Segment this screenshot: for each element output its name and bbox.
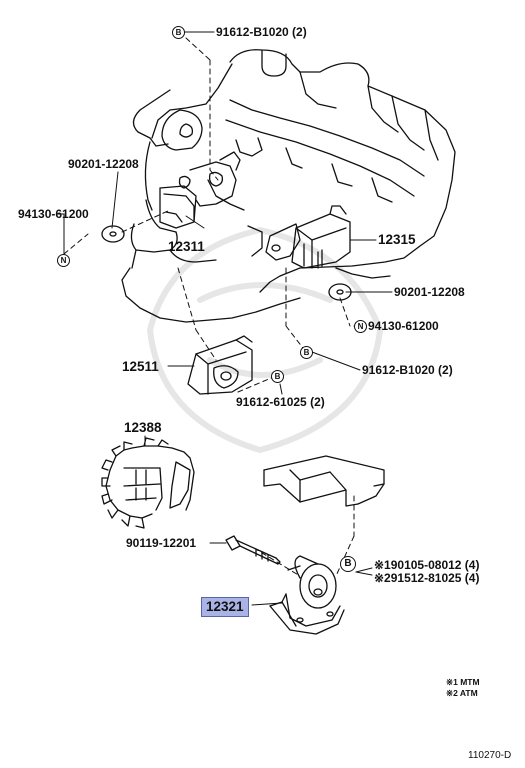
callout-b-rear: B [271,370,284,383]
leader-lines [57,31,393,606]
label-washer-left: 90201-12208 [68,157,139,171]
label-bolt-mtm: ※190105-08012 (4) [374,558,480,572]
frame-bracket [263,455,385,507]
callout-n-left: N [57,254,70,267]
label-bolt-top: 91612-B1020 (2) [216,25,307,39]
engine-mount-left [159,151,241,229]
engine-block [121,49,456,323]
figure-reference: 110270-D [468,750,512,761]
label-mount-right: 12315 [378,232,416,247]
label-bolt-rear: 91612-61025 (2) [236,395,325,409]
note-atm: ※2 ATM [446,688,478,698]
alignment-lines [63,37,355,577]
engine-mount-right [265,205,351,269]
insulator [101,437,195,529]
label-bolt-atm: ※291512-81025 (4) [374,571,480,585]
label-nut-left: 94130-61200 [18,207,89,221]
label-front-mount-highlighted[interactable]: 12321 [201,597,249,617]
label-nut-right: 94130-61200 [368,319,439,333]
callout-b-top: B [172,26,185,39]
through-bolt [225,535,281,565]
watermark-emblem [147,227,383,453]
note-mtm: ※1 MTM [446,677,480,687]
label-washer-right: 90201-12208 [394,285,465,299]
label-insulator: 12388 [124,420,162,435]
label-through-bolt: 90119-12201 [126,536,197,550]
callout-n-right: N [354,320,367,333]
rear-mount [187,335,253,395]
label-rear-mount: 12511 [122,359,159,374]
label-mount-left: 12311 [168,239,205,254]
callout-b-mid: B [300,346,313,359]
washer-left [101,225,125,243]
callout-b-front: B [340,556,356,572]
label-bolt-mid: 91612-B1020 (2) [362,363,453,377]
front-mount [269,555,345,635]
